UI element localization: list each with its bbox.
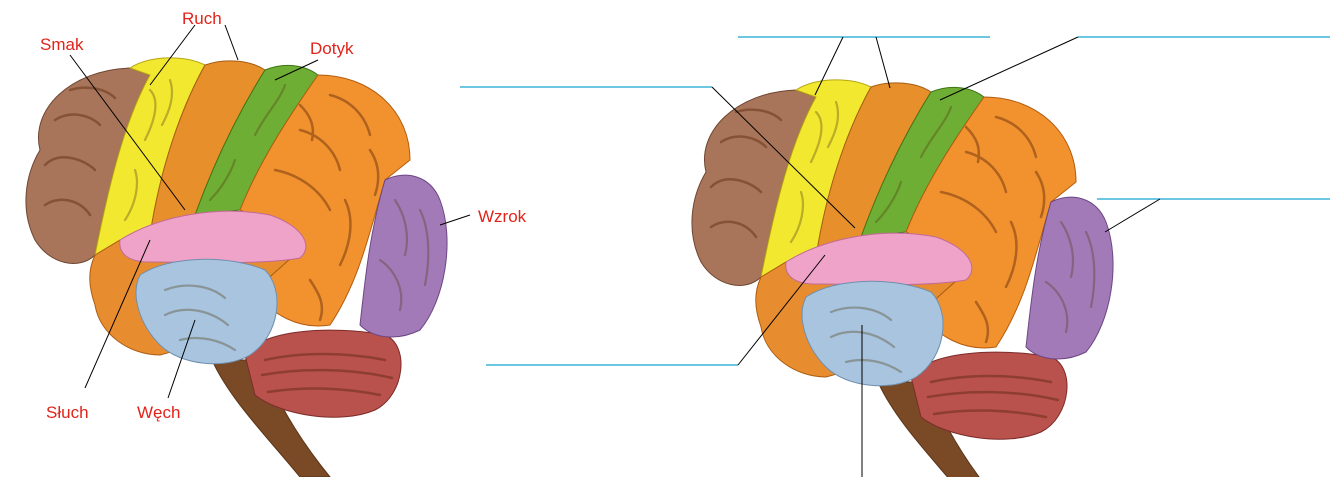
leader-ruch-b — [225, 25, 238, 60]
label-sluch: Słuch — [46, 403, 89, 422]
label-wech: Węch — [137, 403, 180, 422]
labeled-brain — [26, 58, 447, 477]
brain-illustration-right — [692, 80, 1113, 477]
label-ruch: Ruch — [182, 9, 222, 28]
leader-right-visual — [1105, 199, 1160, 232]
leader-right-motor-b — [876, 37, 890, 88]
label-dotyk: Dotyk — [310, 39, 354, 58]
label-wzrok: Wzrok — [478, 207, 527, 226]
label-smak: Smak — [40, 35, 84, 54]
brain-illustration-left — [26, 58, 447, 477]
exercise-brain — [692, 80, 1113, 477]
leader-right-touch — [940, 37, 1078, 100]
